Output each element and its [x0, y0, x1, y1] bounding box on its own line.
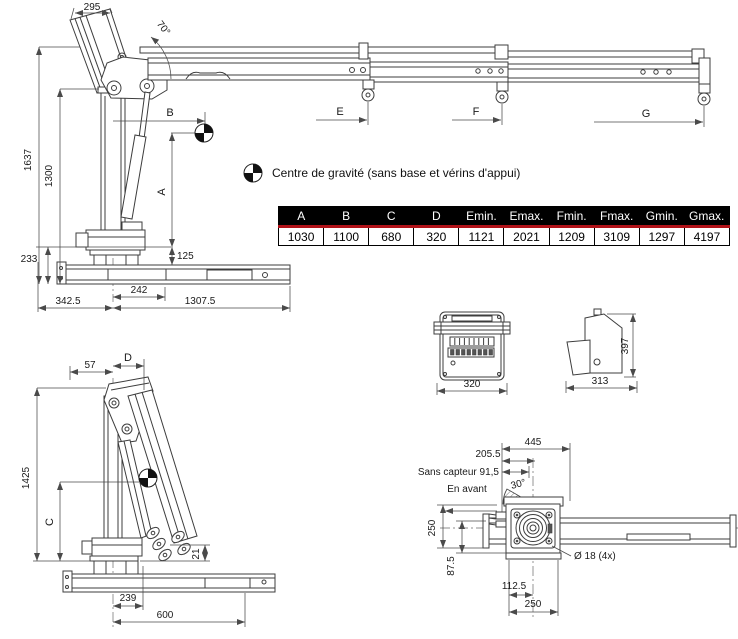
lifting-bar: [433, 321, 511, 335]
boom-bracket: [185, 71, 231, 80]
dimensions-unfolded: 295 70° 1637 1300 233 125 A B E: [21, 2, 705, 312]
dim-295: 295: [84, 2, 101, 13]
dimensions-folded: 57 D 1425 C 21 239 600: [21, 352, 246, 627]
dim-233: 233: [21, 254, 38, 265]
spec-value-cell: 1030: [277, 226, 325, 246]
dim-1425: 1425: [21, 466, 32, 489]
view-unfolded-side: 295 70° 1637 1300 233 125 A B E: [21, 2, 711, 312]
view-front: 320: [433, 311, 511, 395]
dim-320: 320: [464, 379, 481, 390]
dim-angle-30: 30°: [510, 477, 527, 492]
spec-value-cell: 1297: [638, 226, 685, 246]
dim-sans-capteur: Sans capteur 91,5: [418, 467, 500, 478]
dim-87-5: 87.5: [446, 556, 457, 576]
dim-313: 313: [592, 376, 609, 387]
dim-250-bottom: 250: [525, 599, 542, 610]
spec-value-cell: 680: [368, 226, 415, 246]
dim-A: A: [156, 188, 168, 196]
dim-B: B: [166, 107, 173, 119]
spec-value-cell: 1121: [458, 226, 505, 246]
label-en-avant: En avant: [447, 484, 487, 495]
dim-342-5: 342.5: [55, 296, 80, 307]
dim-239: 239: [120, 593, 137, 604]
center-of-gravity-icon: [243, 163, 263, 183]
spec-col-header: Emin.: [458, 206, 504, 228]
spec-col-header: Gmin.: [639, 206, 685, 228]
base-frame: [56, 261, 291, 285]
dim-F: F: [473, 106, 480, 118]
base-plate-top: [488, 488, 564, 560]
spec-value-cell: 2021: [503, 226, 550, 246]
dim-57: 57: [84, 360, 96, 371]
dim-angle-70: 70°: [154, 19, 172, 38]
dim-205-5: 205.5: [475, 449, 500, 460]
dim-125: 125: [177, 251, 194, 262]
spec-value-cell: 4197: [683, 226, 731, 246]
dim-C: C: [44, 518, 56, 526]
dim-250-side: 250: [427, 519, 438, 536]
spec-value-cell: 1209: [548, 226, 595, 246]
hook-shackles: [146, 526, 191, 562]
view-folded-side: 57 D 1425 C 21 239 600: [21, 352, 276, 628]
dim-1300: 1300: [44, 164, 55, 187]
spec-col-header: D: [413, 206, 459, 228]
lift-cylinder: [120, 91, 151, 220]
slewing-base: [75, 221, 146, 266]
control-valve-bank: [447, 336, 495, 358]
folded-boom: [117, 389, 198, 544]
dim-E: E: [336, 106, 343, 118]
dim-D: D: [124, 352, 132, 364]
slewing-base: [81, 537, 143, 575]
dimensions-top: 445 205.5 Sans capteur 91,5 En avant 30°…: [418, 437, 616, 616]
boom-tip: [698, 57, 711, 85]
telescopic-boom: [139, 42, 711, 106]
spec-col-header: Fmax.: [594, 206, 640, 228]
center-of-gravity-icon: [194, 123, 214, 143]
spec-col-header: Gmax.: [684, 206, 730, 228]
spec-col-header: Emax.: [503, 206, 550, 228]
legend: Centre de gravité (sans base et vérins d…: [243, 163, 520, 183]
dim-1307-5: 1307.5: [185, 296, 216, 307]
view-cover-side: 397 313: [565, 308, 638, 393]
spec-col-header: B: [323, 206, 369, 228]
dim-21: 21: [191, 548, 202, 560]
dim-112-5: 112.5: [502, 581, 527, 592]
dim-445: 445: [525, 437, 542, 448]
dim-dia-18: Ø 18 (4x): [574, 551, 616, 562]
extension-rod: [139, 46, 501, 54]
dim-242: 242: [131, 285, 148, 296]
spec-value-cell: 320: [413, 226, 460, 246]
dim-397: 397: [620, 337, 631, 354]
spec-col-header: Fmin.: [549, 206, 595, 228]
view-top: 445 205.5 Sans capteur 91,5 En avant 30°…: [418, 437, 738, 618]
spec-value-cell: 3109: [593, 226, 640, 246]
base-frame: [62, 570, 276, 593]
spec-col-header: A: [278, 206, 324, 228]
dim-600: 600: [157, 610, 174, 621]
spec-value-cell: 1100: [323, 226, 370, 246]
spec-col-header: C: [368, 206, 414, 228]
legend-label: Centre de gravité (sans base et vérins d…: [272, 166, 520, 180]
dim-1637: 1637: [23, 148, 34, 171]
boom-pivot-head: [100, 56, 168, 100]
dim-G: G: [642, 108, 651, 120]
center-of-gravity-icon: [138, 468, 158, 488]
